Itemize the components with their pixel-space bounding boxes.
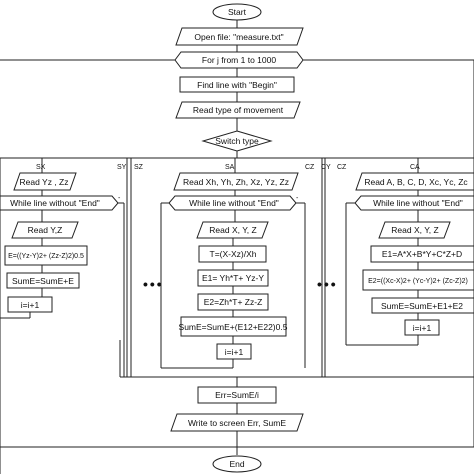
- case-label-ca: CA: [410, 164, 420, 171]
- right-read-label: Read A, B, C, D, Xc, Yc, Zc: [364, 177, 468, 187]
- mid-read-label: Read Xh, Yh, Zh, Xz, Yz, Zz: [183, 177, 289, 187]
- right-read-node: [355, 172, 474, 191]
- case-label-cy: CY: [321, 164, 331, 171]
- right-e1-label: E1=A*X+B*Y+C*Z+D: [382, 249, 462, 259]
- err-label: Err=SumE/i: [215, 390, 259, 400]
- left-e-node: [4, 245, 88, 266]
- right-inc-label: i=i+1: [413, 323, 432, 333]
- mid-read-node: [173, 172, 299, 191]
- ellipsis-right: •••: [317, 276, 338, 292]
- case-label-sa: SA: [225, 164, 235, 171]
- mid-t-label: T=(X-Xz)/Xh: [210, 249, 257, 259]
- read-type-node: [175, 101, 301, 119]
- mid-while-label: While line without "End": [189, 198, 279, 208]
- left-read-yz-node: [11, 221, 79, 239]
- left-read-node: [13, 172, 77, 191]
- mid-inc-label: i=i+1: [225, 347, 244, 357]
- find-line-label: Find line with "Begin": [197, 80, 277, 90]
- right-read-xyz-label: Read X, Y, Z: [391, 225, 438, 235]
- open-file-node: [175, 27, 304, 46]
- mid-while-exit-minus: -: [296, 195, 299, 202]
- start-label: Start: [228, 7, 247, 17]
- mid-e2-label: E2=Zh*T+ Zz-Z: [204, 297, 263, 307]
- left-sum-label: SumE=SumE+E: [12, 276, 74, 286]
- right-e2-label: E2=((Xc-X)2+ (Yc-Y)2+ (Zc-Z)2): [368, 278, 468, 285]
- mid-e1-label: E1= Yh*T+ Yz-Y: [202, 273, 264, 283]
- left-sum-node: [6, 272, 80, 289]
- left-while-node: [0, 195, 119, 211]
- case-label-cz2: CZ: [337, 164, 347, 171]
- end-terminator: [212, 455, 262, 473]
- case-label-sx: SX: [36, 164, 46, 171]
- write-node: [170, 413, 304, 432]
- case-label-sy: SY: [117, 164, 127, 171]
- mid-read-xyz-node: [196, 221, 269, 239]
- mid-inc-node: [216, 343, 252, 360]
- left-while-label: While line without "End": [10, 198, 100, 208]
- open-file-label: Open file: "measure.txt": [194, 32, 283, 42]
- right-sum-node: [371, 297, 474, 314]
- loop-node: [174, 51, 304, 69]
- end-label: End: [229, 459, 244, 469]
- left-e-label: E=((Yz-Y)2+ (Zz-Z)2)0.5: [8, 253, 84, 260]
- case-label-cz1: CZ: [305, 164, 315, 171]
- loop-label: For j from 1 to 1000: [202, 55, 276, 65]
- case-label-sz: SZ: [134, 164, 144, 171]
- right-inc-node: [404, 319, 440, 336]
- right-while-label: While line without "End": [373, 198, 463, 208]
- left-while-exit-minus: -: [118, 195, 121, 202]
- right-read-xyz-node: [378, 221, 451, 239]
- mid-sum-label: SumE=SumE+(E12+E22)0.5: [179, 322, 288, 332]
- write-label: Write to screen Err, SumE: [188, 418, 286, 428]
- left-inc-label: i=i+1: [21, 300, 40, 310]
- ellipsis-left: •••: [143, 276, 164, 292]
- right-sum-label: SumE=SumE+E1+E2: [381, 301, 463, 311]
- mid-read-xyz-label: Read X, Y, Z: [209, 225, 256, 235]
- left-read-yz-label: Read Y,Z: [28, 225, 63, 235]
- left-read-label: Read Yz , Zz: [20, 177, 69, 187]
- right-e1-node: [370, 245, 474, 263]
- read-type-label: Read type of movement: [193, 105, 284, 115]
- switch-label: Switch type: [215, 136, 259, 146]
